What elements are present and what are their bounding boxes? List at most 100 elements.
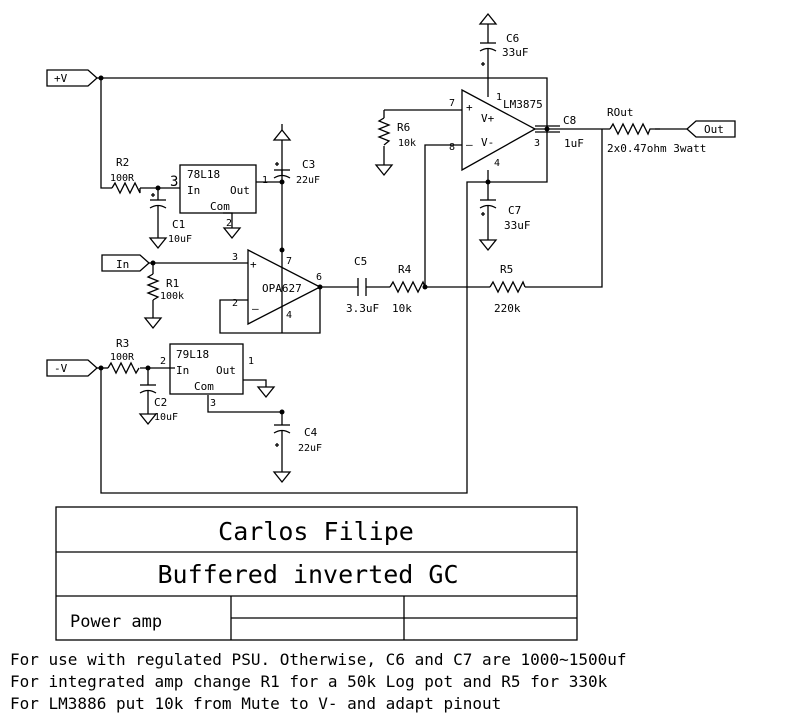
svg-text:C6: C6 (506, 32, 519, 45)
capacitor-C5: C5 3.3uF (346, 255, 379, 315)
port-neg-supply: -V (46, 359, 98, 377)
svg-text:220k: 220k (494, 302, 521, 315)
resistor-R5: R5 220k (489, 263, 526, 315)
svg-text:Out: Out (216, 364, 236, 377)
svg-text:2: 2 (226, 218, 232, 229)
svg-text:Out: Out (704, 123, 724, 136)
svg-text:7: 7 (286, 256, 292, 267)
svg-text:R1: R1 (166, 277, 179, 290)
svg-text:22uF: 22uF (296, 175, 320, 186)
svg-text:+V: +V (54, 72, 68, 85)
svg-text:1: 1 (262, 175, 268, 186)
svg-text:LM3875: LM3875 (503, 98, 543, 111)
title-subtitle: Power amp (70, 612, 162, 632)
resistor-R1: R1 100k (146, 273, 184, 302)
svg-text:In: In (116, 258, 129, 271)
svg-text:2x0.47ohm 3watt: 2x0.47ohm 3watt (607, 142, 706, 155)
svg-text:100R: 100R (110, 352, 135, 363)
svg-text:3: 3 (210, 398, 216, 409)
svg-text:R4: R4 (398, 263, 412, 276)
svg-text:33uF: 33uF (502, 46, 529, 59)
resistor-R3: R3 100R (107, 337, 140, 375)
svg-text:V+: V+ (481, 112, 495, 125)
svg-text:4: 4 (286, 310, 292, 321)
svg-text:In: In (176, 364, 189, 377)
svg-text:10uF: 10uF (168, 234, 192, 245)
opamp-OPA627: + – OPA627 3 2 7 4 6 (232, 248, 322, 326)
svg-text:R6: R6 (397, 121, 410, 134)
resistor-Rout: ROut 2x0.47ohm 3watt (607, 106, 706, 155)
poweramp-LM3875: + – V+ V- LM3875 7 8 1 4 3 (449, 88, 543, 172)
svg-text:78L18: 78L18 (187, 168, 220, 181)
svg-text:10uF: 10uF (154, 412, 178, 423)
svg-text:–: – (466, 138, 473, 151)
svg-text:2: 2 (160, 356, 166, 367)
svg-text:10k: 10k (398, 138, 416, 149)
svg-text:+: + (466, 101, 473, 114)
svg-text:8: 8 (449, 142, 455, 153)
svg-text:+: + (250, 258, 257, 271)
svg-text:R2: R2 (116, 156, 129, 169)
regulator-79L18: 79L18 In Out Com 2 1 3 (160, 343, 254, 409)
svg-text:-V: -V (54, 362, 68, 375)
ground-symbols (138, 12, 498, 484)
resistor-R2: R2 100R (110, 156, 141, 195)
svg-text:3: 3 (170, 174, 178, 190)
capacitor-C4: C4 22uF (273, 424, 322, 454)
capacitor-C7: C7 33uF (479, 199, 531, 232)
svg-text:Out: Out (230, 184, 250, 197)
port-pos-supply: +V (46, 69, 98, 87)
port-input: In (101, 254, 150, 272)
capacitor-C3: C3 22uF (273, 158, 320, 186)
svg-text:R5: R5 (500, 263, 513, 276)
svg-text:79L18: 79L18 (176, 348, 209, 361)
capacitor-C6: C6 33uF (479, 32, 529, 70)
resistor-R4: R4 10k (389, 263, 426, 315)
svg-text:Com: Com (210, 200, 230, 213)
port-output: Out (686, 120, 736, 138)
svg-text:In: In (187, 184, 200, 197)
title-name: Buffered inverted GC (157, 560, 458, 589)
svg-text:3: 3 (232, 252, 238, 263)
svg-text:2: 2 (232, 298, 238, 309)
svg-text:C8: C8 (563, 114, 576, 127)
svg-text:C7: C7 (508, 204, 521, 217)
svg-text:6: 6 (316, 272, 322, 283)
svg-text:V-: V- (481, 136, 494, 149)
svg-text:1uF: 1uF (564, 137, 584, 150)
svg-text:100R: 100R (110, 173, 135, 184)
svg-text:3: 3 (534, 138, 540, 149)
svg-text:OPA627: OPA627 (262, 282, 302, 295)
svg-text:100k: 100k (160, 291, 184, 302)
note-1: For use with regulated PSU. Otherwise, C… (10, 650, 627, 669)
capacitor-C2: C2 10uF (139, 384, 178, 423)
capacitor-C1: C1 10uF (149, 193, 192, 245)
svg-text:C3: C3 (302, 158, 315, 171)
svg-text:–: – (252, 302, 259, 315)
svg-text:10k: 10k (392, 302, 412, 315)
title-author: Carlos Filipe (218, 517, 414, 546)
svg-text:22uF: 22uF (298, 443, 322, 454)
note-3: For LM3886 put 10k from Mute to V- and a… (10, 694, 502, 713)
svg-text:33uF: 33uF (504, 219, 531, 232)
svg-text:C1: C1 (172, 218, 185, 231)
svg-text:1: 1 (496, 92, 502, 103)
svg-text:4: 4 (494, 158, 500, 169)
svg-text:C5: C5 (354, 255, 367, 268)
svg-text:C2: C2 (154, 396, 167, 409)
title-block: Carlos Filipe Buffered inverted GC Power… (55, 506, 578, 641)
svg-text:Com: Com (194, 380, 214, 393)
regulator-78L18: 78L18 In Out Com 3 1 2 (170, 164, 268, 229)
svg-text:ROut: ROut (607, 106, 634, 119)
svg-text:7: 7 (449, 98, 455, 109)
svg-text:R3: R3 (116, 337, 129, 350)
wires (97, 70, 687, 494)
svg-text:3.3uF: 3.3uF (346, 302, 379, 315)
capacitor-C8: C8 1uF (535, 114, 584, 150)
junctions (98, 75, 550, 415)
note-2: For integrated amp change R1 for a 50k L… (10, 672, 608, 691)
svg-text:1: 1 (248, 356, 254, 367)
svg-text:C4: C4 (304, 426, 318, 439)
resistor-R6: R6 10k (377, 117, 416, 149)
